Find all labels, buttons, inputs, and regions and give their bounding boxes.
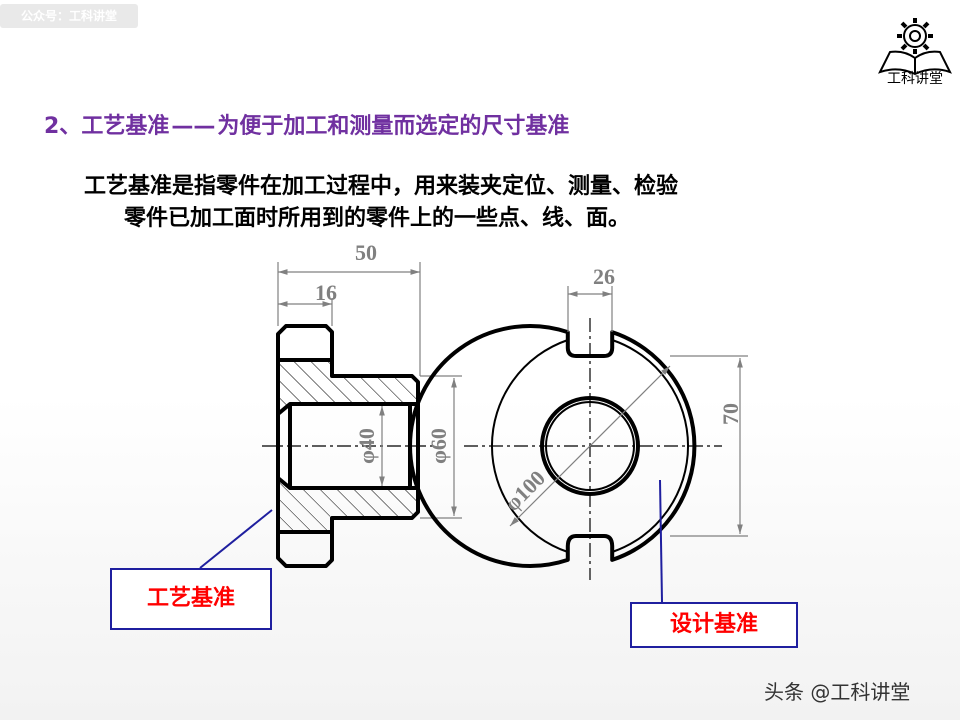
top-watermark: 公众号：工科讲堂 [0,4,138,28]
paragraph-line-1: 工艺基准是指零件在加工过程中，用来装夹定位、测量、检验 [84,174,679,199]
logo-text: 工科讲堂 [887,71,943,87]
paragraph-line-2: 零件已加工面时所用到的零件上的一些点、线、面。 [124,206,631,231]
outer-profile [408,324,697,568]
dim-flange-width: 16 [315,280,337,305]
heading-definition: 为便于加工和测量而选定的尺寸基准 [217,114,570,139]
design-datum-leader [659,479,663,603]
section-outline [276,324,420,568]
upper-hatch [278,360,416,414]
gear-book-icon [878,18,952,76]
dim-bore-diameter: φ40 [354,428,379,464]
section-heading: 2、工艺基准——为便于加工和测量而选定的尺寸基准 [44,108,569,140]
heading-dash: —— [171,114,216,139]
lower-hatch [278,478,416,532]
inner-arc-left [490,339,569,553]
design-datum-callout: 设计基准 [630,602,798,648]
footer-watermark: 头条 @工科讲堂 [764,680,911,704]
heading-term: 工艺基准 [81,114,170,139]
dim-overall-length: 50 [355,240,377,265]
dim-outer-diameter: φ100 [499,465,550,516]
inner-arc-right [611,339,690,553]
process-datum-callout: 工艺基准 [110,568,272,630]
process-datum-leader [199,509,273,569]
dim-hub-diameter: φ60 [426,428,451,464]
dim-slot-width: 26 [593,264,615,289]
dim-flat-distance: 70 [718,403,743,425]
section-view [262,324,434,568]
heading-number: 2、 [44,114,82,139]
